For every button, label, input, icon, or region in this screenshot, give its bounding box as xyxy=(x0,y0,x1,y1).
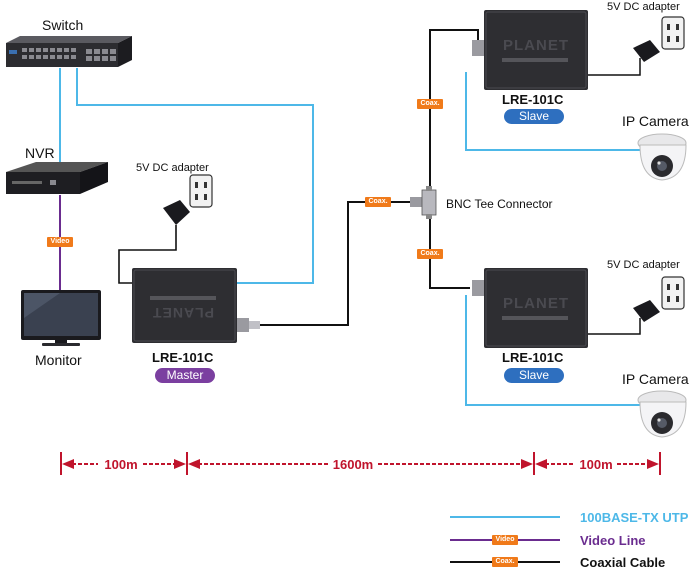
distance-dimensions xyxy=(60,452,661,475)
legend-coax-label: Coaxial Cable xyxy=(580,555,665,570)
utp-cable-switch-master xyxy=(76,68,314,284)
coax-tag-master-tee: Coax. xyxy=(365,197,391,207)
slave-bottom-brand-text: PLANET xyxy=(503,295,569,312)
master-model-label: LRE-101C xyxy=(152,350,214,365)
slave-top-role-badge: Slave xyxy=(504,109,564,124)
master-brand-text: PLANET xyxy=(152,305,214,321)
slave-top-adapter-label: 5V DC adapter xyxy=(607,1,680,13)
slave-converter-top: PLANET xyxy=(472,10,588,90)
legend-utp-label: 100BASE-TX UTP xyxy=(580,510,689,525)
legend-video-tag: Video xyxy=(492,535,518,545)
monitor-label: Monitor xyxy=(35,352,82,368)
coax-cable-master-tee xyxy=(260,201,420,326)
bnc-tee-connector xyxy=(410,186,437,219)
power-cable-master xyxy=(118,225,177,284)
master-role-badge: Master xyxy=(155,368,215,383)
utp-cable-slave-camera-top xyxy=(465,72,640,151)
power-cable-slave-bottom xyxy=(588,318,641,335)
distance-label-2: 1600m xyxy=(333,457,373,472)
slave-top-model-label: LRE-101C xyxy=(502,92,564,107)
slave-bottom-role-badge: Slave xyxy=(504,368,564,383)
coax-tag-tee-slave-bottom: Coax. xyxy=(417,249,443,259)
slave-bottom-adapter xyxy=(633,276,685,322)
camera-bottom-label: IP Camera xyxy=(622,371,689,387)
slave-converter-bottom: PLANET xyxy=(472,268,588,348)
switch-label: Switch xyxy=(42,17,83,33)
switch-device xyxy=(6,36,132,67)
distance-label-3: 100m xyxy=(579,457,612,472)
master-adapter-label: 5V DC adapter xyxy=(136,162,209,174)
ip-camera-bottom xyxy=(637,390,687,438)
coax-tag-tee-slave-top: Coax. xyxy=(417,99,443,109)
camera-top-label: IP Camera xyxy=(622,113,689,129)
nvr-label: NVR xyxy=(25,145,55,161)
slave-top-brand-text: PLANET xyxy=(503,37,569,54)
power-cable-slave-top xyxy=(588,58,641,76)
nvr-device xyxy=(6,162,108,194)
bnc-tee-label: BNC Tee Connector xyxy=(446,197,553,211)
monitor-device xyxy=(21,290,101,346)
slave-top-adapter xyxy=(633,16,685,62)
video-tag-nvr-monitor: Video xyxy=(47,237,73,247)
master-adapter xyxy=(163,174,213,225)
distance-label-1: 100m xyxy=(104,457,137,472)
ip-camera-top xyxy=(637,133,687,181)
coax-cable-tee-slave-top xyxy=(429,29,479,190)
utp-cable-slave-camera-bottom xyxy=(465,295,640,406)
slave-bottom-model-label: LRE-101C xyxy=(502,350,564,365)
legend-video-label: Video Line xyxy=(580,533,646,548)
legend-coax-tag: Coax. xyxy=(492,557,518,567)
master-converter: PLANET xyxy=(132,268,260,343)
coax-cable-tee-slave-bottom xyxy=(429,215,470,289)
slave-bottom-adapter-label: 5V DC adapter xyxy=(607,259,680,271)
